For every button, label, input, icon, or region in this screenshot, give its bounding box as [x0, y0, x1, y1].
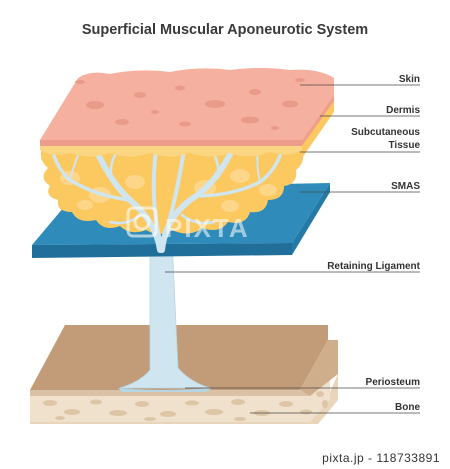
- footer-bar: pixta.jp - 118733891: [0, 447, 450, 469]
- label-dermis: Dermis: [386, 105, 420, 116]
- leader-lines: [165, 84, 420, 414]
- stock-id: pixta.jp - 118733891: [322, 451, 440, 465]
- label-subcutaneous-line1: Subcutaneous: [351, 127, 420, 138]
- label-smas: SMAS: [391, 181, 420, 192]
- label-bone: Bone: [395, 402, 420, 413]
- label-subcutaneous-tissue: Subcutaneous Tissue: [351, 126, 420, 152]
- periosteum-layer: [30, 325, 338, 396]
- label-skin: Skin: [398, 74, 420, 85]
- watermark-logo: [126, 206, 158, 238]
- watermark-text: PIXTA: [165, 213, 250, 243]
- skin-layer: [40, 68, 334, 146]
- diagram-title: Superficial Muscular Aponeurotic System: [81, 22, 369, 38]
- bone-layer: [30, 374, 338, 424]
- label-retaining-ligament: Retaining Ligament: [327, 261, 420, 272]
- label-subcutaneous-line2: Tissue: [388, 140, 421, 151]
- label-periosteum: Periosteum: [365, 377, 420, 388]
